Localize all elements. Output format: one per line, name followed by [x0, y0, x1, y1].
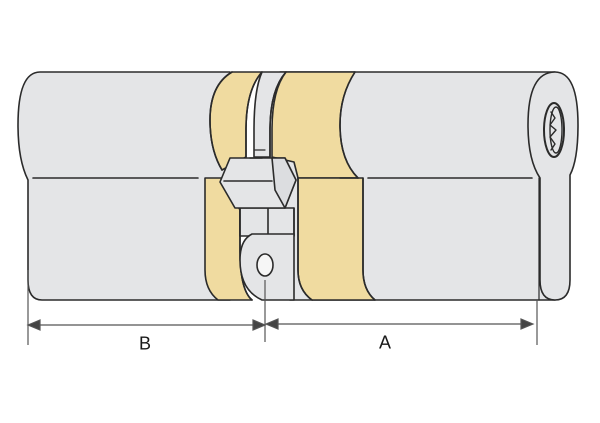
dimension-lines	[26, 270, 538, 345]
dimension-label-b: B	[138, 333, 152, 354]
dimension-label-a: A	[378, 332, 392, 353]
arrow-a-right-icon	[520, 318, 535, 330]
cam-hole	[256, 253, 274, 277]
keyhole-plug	[543, 102, 565, 158]
cam-stem	[239, 207, 295, 237]
left-body	[17, 71, 231, 301]
arrow-b-right-icon	[252, 319, 267, 331]
end-cap	[527, 71, 579, 301]
arrow-b-left-icon	[26, 319, 41, 331]
keyway-icon	[549, 111, 557, 151]
arrow-a-left-icon	[264, 318, 279, 330]
